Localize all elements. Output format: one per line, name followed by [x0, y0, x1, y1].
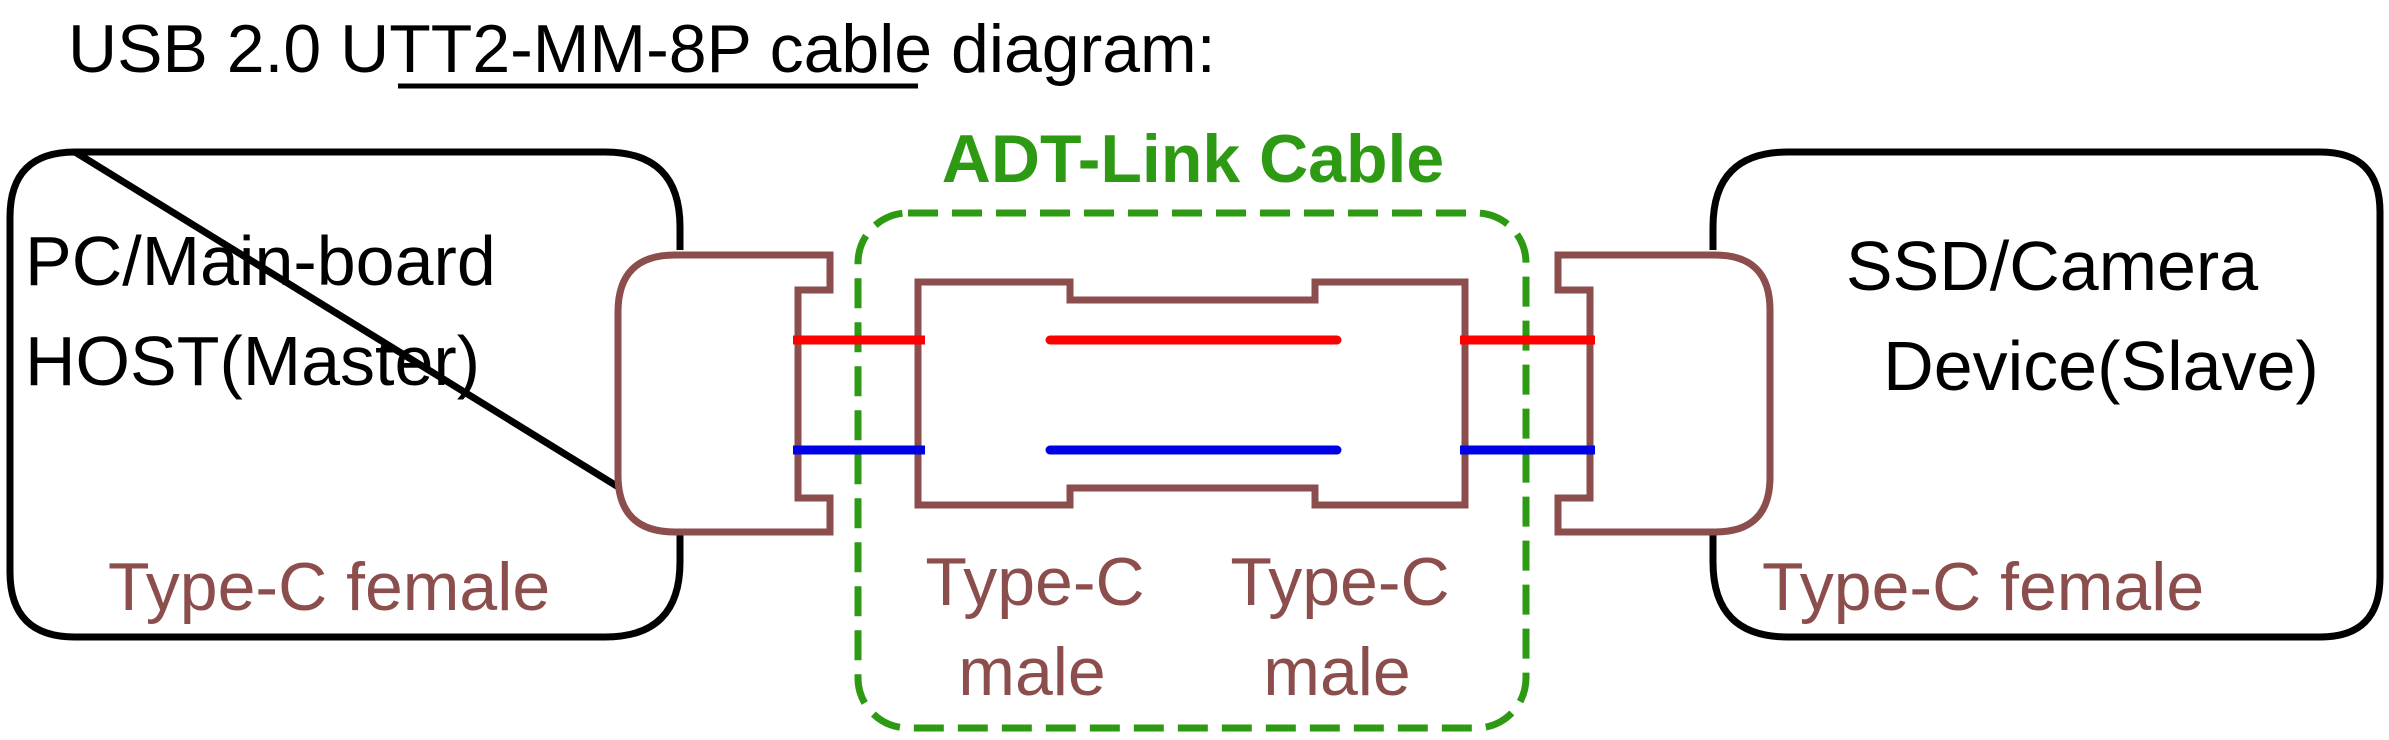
adt-link-cable-label: ADT-Link Cable: [942, 121, 1445, 197]
host-title-line1: PC/Main-board: [25, 222, 496, 300]
device-connector-label: Type-C female: [1762, 549, 2204, 625]
left-female-receptacle: [614, 251, 834, 536]
title-model: UTT2-MM-8P: [340, 11, 751, 87]
right-plug-label-line1: Type-C: [1230, 544, 1449, 620]
right-female-receptacle: [1554, 251, 1774, 536]
male-to-male-cable-body: [914, 278, 1469, 509]
adt-link-cable-outline: [854, 209, 1530, 732]
host-box: [6, 148, 684, 641]
diagram-title: USB 2.0 UTT2-MM-8P cable diagram:: [68, 11, 1216, 87]
host-connector-label: Type-C female: [108, 549, 550, 625]
host-title-line2: HOST(Master): [25, 322, 480, 400]
device-box: [1709, 148, 2384, 641]
device-title-line1: SSD/Camera: [1846, 227, 2258, 305]
title-suffix: cable diagram:: [751, 11, 1216, 87]
device-title-line2: Device(Slave): [1883, 327, 2319, 405]
right-plug-label-line2: male: [1263, 634, 1410, 710]
left-plug-label-line1: Type-C: [925, 544, 1144, 620]
left-plug-label-line2: male: [958, 634, 1105, 710]
title-prefix: USB 2.0: [68, 11, 340, 87]
